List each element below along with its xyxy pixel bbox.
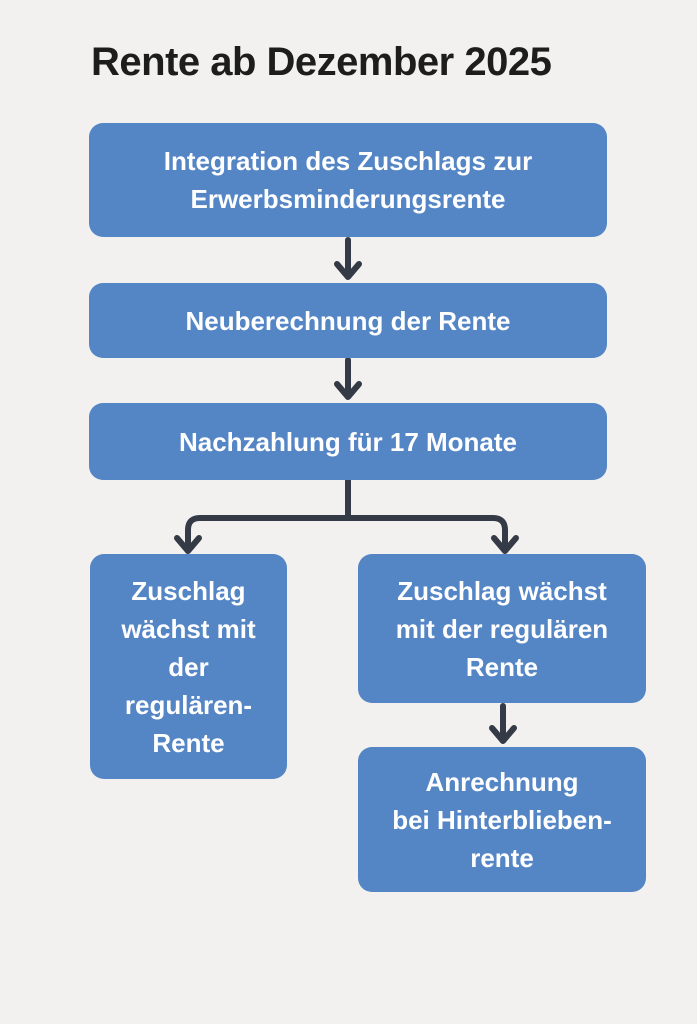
flow-node-label: Zuschlag wächst mit der regulären Rente [395, 575, 609, 682]
flow-node-label: Anrechnung bei Hinterblieben- rente [392, 766, 612, 873]
arrow-down-icon [334, 357, 362, 400]
flow-node-zuschlag-waechst-rechts: Zuschlag wächst mit der regulären Rente [358, 554, 646, 703]
flow-node-label: Zuschlag wächst mit der regulären- Rente [121, 575, 256, 758]
arrow-down-icon [489, 703, 517, 744]
arrow-head-down-icon [491, 535, 519, 554]
branch-rail-connector [185, 515, 508, 551]
flow-node-anrechnung-hinterbliebenenrente: Anrechnung bei Hinterblieben- rente [358, 747, 646, 892]
diagram-title: Rente ab Dezember 2025 [91, 40, 552, 84]
flow-node-label: Nachzahlung für 17 Monate [178, 426, 518, 457]
flow-node-label: Neuberechnung der Rente [185, 305, 511, 336]
flow-node-nachzahlung-17-monate: Nachzahlung für 17 Monate [89, 403, 607, 480]
arrow-head-down-icon [174, 535, 202, 554]
flow-node-label: Integration des Zuschlags zur Erwerbsmin… [163, 146, 533, 214]
flow-node-integration-zuschlag: Integration des Zuschlags zur Erwerbsmin… [89, 123, 607, 237]
arrow-down-icon [334, 237, 362, 280]
flow-node-zuschlag-waechst-links: Zuschlag wächst mit der regulären- Rente [90, 554, 287, 779]
flow-node-neuberechnung-rente: Neuberechnung der Rente [89, 283, 607, 358]
